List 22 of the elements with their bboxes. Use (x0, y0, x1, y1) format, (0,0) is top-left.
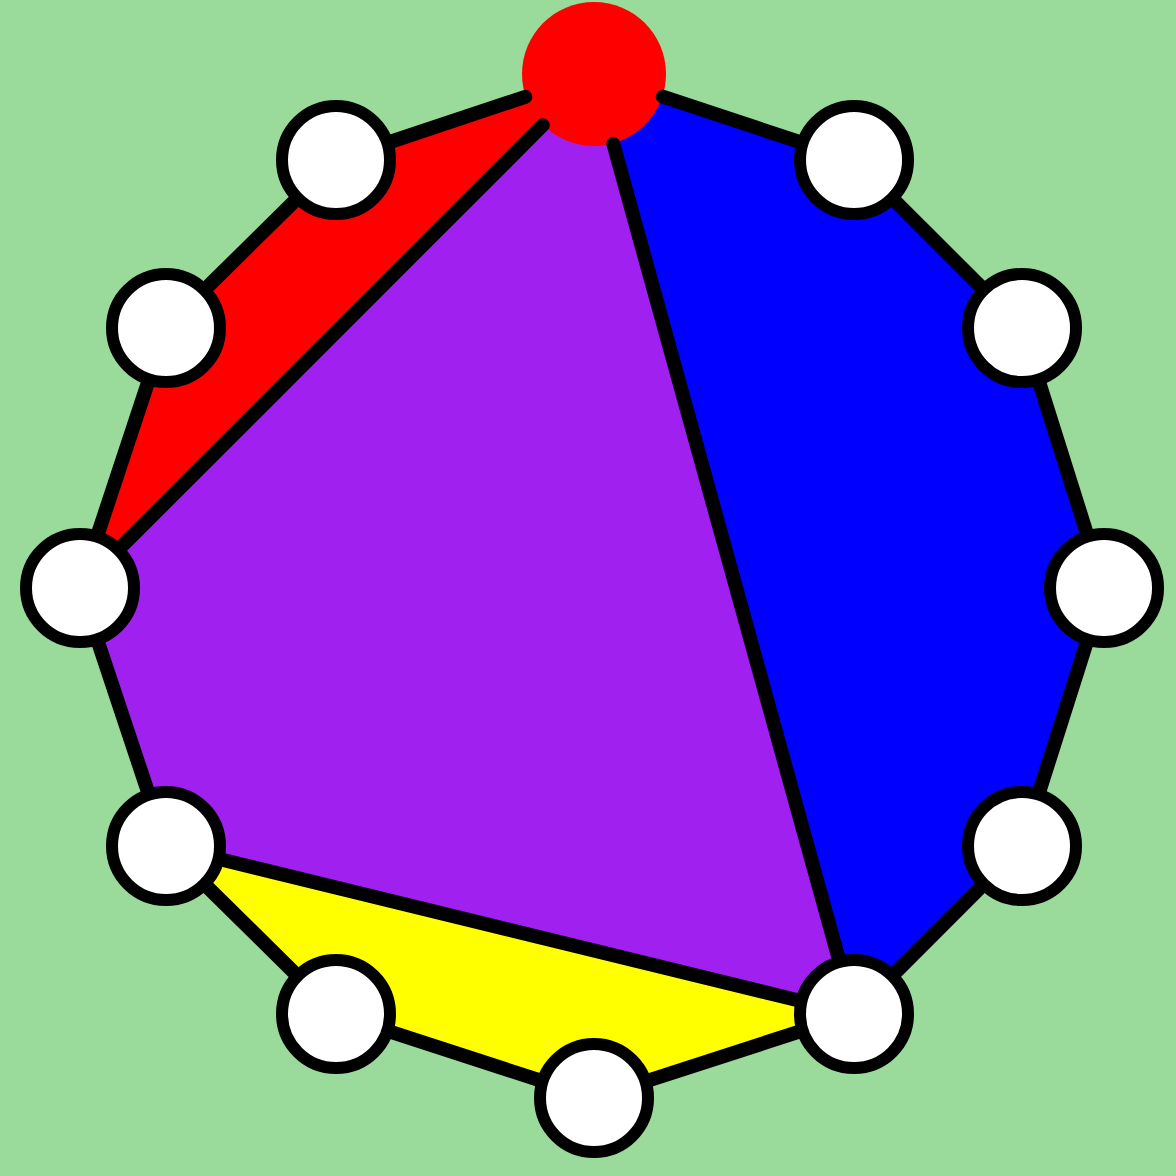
line (115, 118, 550, 553)
line (655, 89, 805, 149)
vertex-circle (522, 2, 666, 146)
line (1033, 638, 1093, 796)
line (889, 881, 987, 979)
line (201, 195, 301, 293)
line (91, 637, 155, 797)
line (385, 89, 533, 148)
vertex-circle (534, 1038, 654, 1158)
line (201, 881, 301, 979)
line (606, 136, 845, 964)
vertex-circle (276, 954, 396, 1074)
line (644, 1025, 804, 1087)
line (386, 1025, 544, 1087)
vertex-circle (962, 268, 1082, 388)
line (1033, 378, 1093, 538)
vertex-circle (962, 786, 1082, 906)
vertex-circle (1044, 528, 1164, 648)
line (889, 195, 987, 293)
line (91, 377, 155, 539)
vertex-circle (794, 954, 914, 1074)
line (217, 853, 803, 1007)
